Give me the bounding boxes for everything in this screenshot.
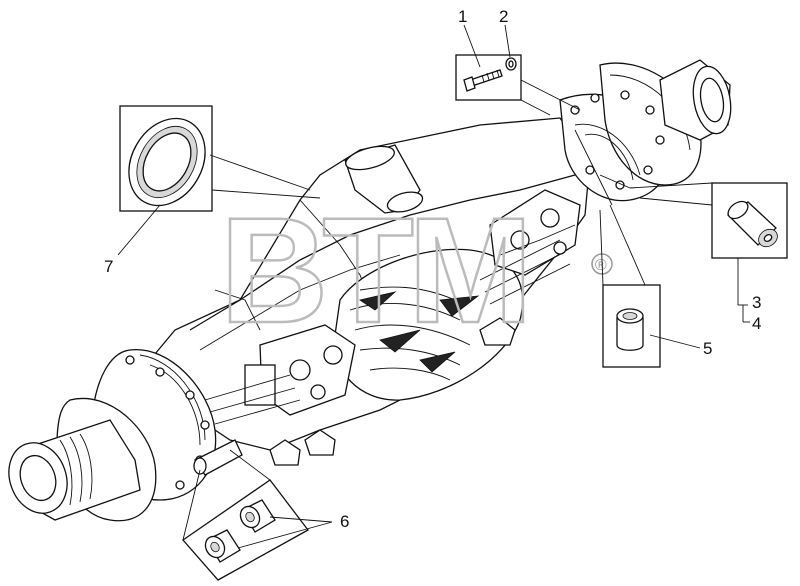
part-5-sleeve: 5 <box>574 129 712 368</box>
callout-2-label: 2 <box>499 7 508 26</box>
callout-5-label: 5 <box>703 339 712 358</box>
callout-3-label: 3 <box>752 293 761 312</box>
axle-housing <box>149 117 591 466</box>
part-6-bushings: 6 <box>182 449 349 581</box>
part-3-4-bushing: 3 4 <box>629 182 788 333</box>
callout-1-label: 1 <box>458 7 467 26</box>
callout-6-label: 6 <box>340 512 349 531</box>
left-hub-assembly <box>8 349 243 522</box>
right-hub-assembly <box>559 59 732 202</box>
callout-4-label: 4 <box>752 314 761 333</box>
watermark-text: BTM <box>220 186 527 354</box>
part-7-seal-ring: 7 <box>104 105 321 276</box>
part-1-2-bolt-washer: 1 2 <box>455 7 581 116</box>
bushings-inset-frame <box>182 479 309 581</box>
watermark: BTM ® <box>219 185 613 355</box>
registered-mark: ® <box>595 257 607 274</box>
callout-7-label: 7 <box>104 257 113 276</box>
